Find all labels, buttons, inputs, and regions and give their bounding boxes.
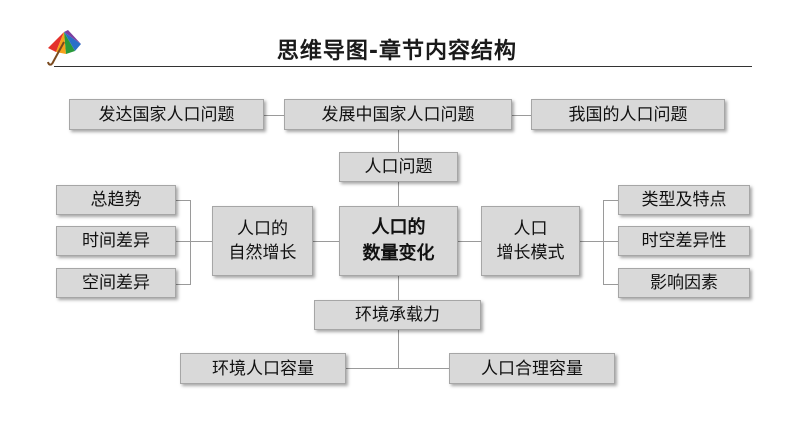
box-developed-countries-issue: 发达国家人口问题 [69, 99, 264, 130]
connector-top-left [264, 115, 284, 116]
connector-left-bracket-2 [176, 241, 212, 242]
box-reasonable-population-capacity: 人口合理容量 [449, 353, 615, 384]
umbrella-logo-icon [44, 30, 84, 70]
box-environmental-population-capacity: 环境人口容量 [180, 353, 346, 384]
connector-issue-to-center [398, 182, 399, 206]
box-overall-trend: 总趋势 [56, 185, 176, 215]
connector-right-bracket-vertical [603, 200, 604, 284]
connector-capacity-down [398, 330, 399, 369]
connector-left-bracket-3 [176, 284, 191, 285]
box-temporal-difference: 时间差异 [56, 226, 176, 256]
growth-model-line-2: 增长模式 [496, 243, 565, 263]
box-types-and-features: 类型及特点 [618, 185, 750, 215]
box-population-quantity-change: 人口的 数量变化 [339, 206, 458, 276]
growth-model-line-1: 人口 [513, 219, 548, 239]
connector-top-to-issue [398, 130, 399, 152]
connector-center-right [458, 241, 481, 242]
connector-right-bracket-3 [603, 284, 618, 285]
box-developing-countries-issue: 发展中国家人口问题 [284, 99, 512, 130]
box-influencing-factors: 影响因素 [618, 268, 750, 298]
connector-center-left [313, 241, 339, 242]
box-spatiotemporal-difference: 时空差异性 [618, 226, 750, 256]
box-population-issue: 人口问题 [339, 152, 458, 182]
page-title: 思维导图-章节内容结构 [276, 39, 518, 64]
header-divider [54, 66, 752, 67]
connector-right-bracket-2 [580, 241, 618, 242]
box-natural-growth: 人口的 自然增长 [212, 206, 313, 276]
connector-right-bracket-1 [603, 200, 618, 201]
box-china-population-issue: 我国的人口问题 [531, 99, 725, 130]
box-spatial-difference: 空间差异 [56, 268, 176, 298]
box-growth-model: 人口 增长模式 [481, 206, 580, 276]
center-line-2: 数量变化 [362, 243, 435, 264]
connector-left-bracket-vertical [190, 200, 191, 284]
natural-growth-line-2: 自然增长 [228, 243, 297, 263]
connector-center-to-capacity [398, 276, 399, 300]
connector-left-bracket-1 [176, 200, 191, 201]
natural-growth-line-1: 人口的 [237, 219, 288, 239]
connector-bottom-horizontal [346, 368, 449, 369]
center-line-1: 人口的 [371, 217, 426, 238]
box-environmental-carrying-capacity: 环境承载力 [314, 300, 481, 330]
connector-top-right [512, 115, 531, 116]
